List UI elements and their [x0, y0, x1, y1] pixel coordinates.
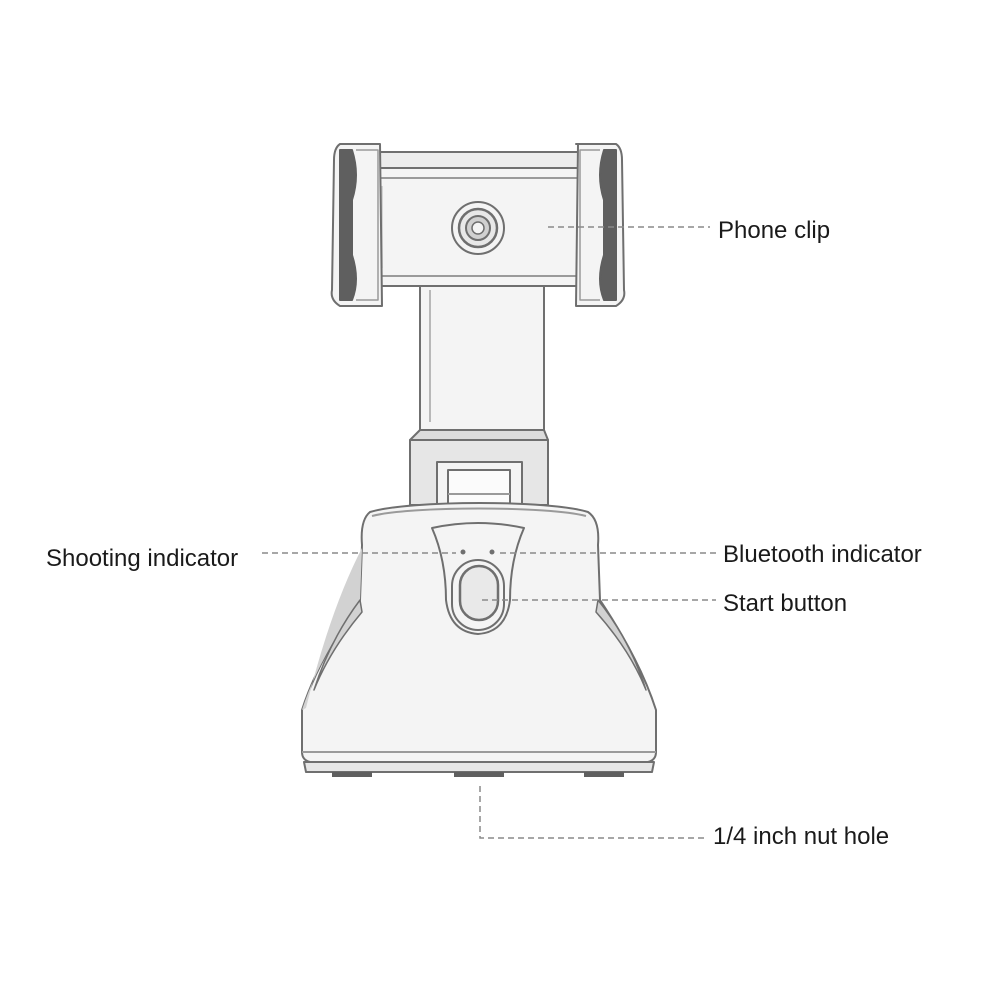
nut-hole-label: 1/4 inch nut hole: [713, 823, 890, 850]
leader-nut-hole: [479, 786, 708, 839]
leader-lines: [262, 226, 716, 839]
clip-knob: [451, 201, 505, 255]
phone-clip: [330, 143, 626, 307]
right-clip-jaw: [575, 143, 626, 307]
bluetooth-indicator-dot: [489, 549, 495, 555]
base-body: [301, 502, 657, 777]
left-clip-jaw: [330, 143, 383, 307]
shooting-indicator-label: Shooting indicator: [46, 545, 239, 572]
phone-clip-label: Phone clip: [718, 217, 831, 244]
bluetooth-indicator-label: Bluetooth indicator: [723, 541, 922, 568]
start-button: [451, 559, 505, 631]
phone-tracker-device: [301, 143, 657, 777]
start-button-label: Start button: [723, 590, 848, 617]
shooting-indicator-dot: [460, 549, 466, 555]
rotating-arm: [409, 281, 549, 506]
